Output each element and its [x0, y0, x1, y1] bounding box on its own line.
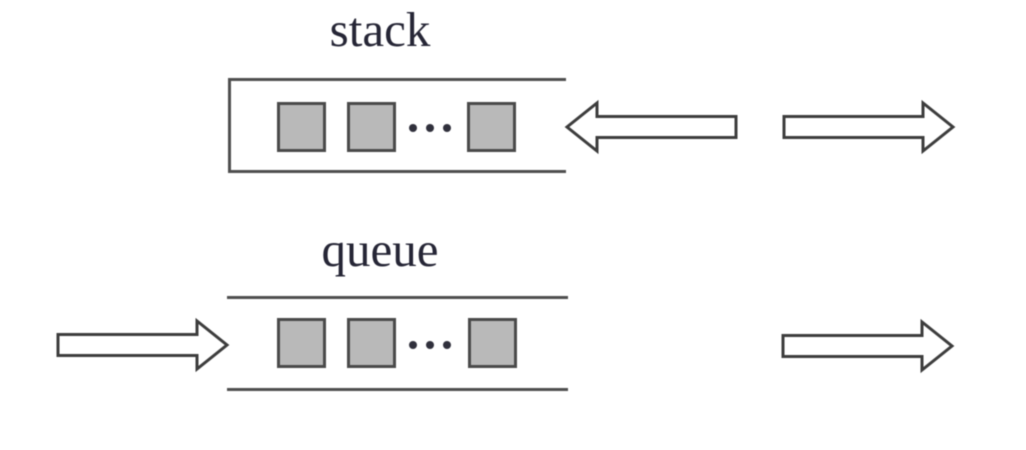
queue-label: queue	[321, 222, 439, 277]
queue-cell	[277, 318, 326, 368]
queue-ellipsis-dots	[409, 341, 451, 349]
queue-cell	[347, 318, 396, 368]
stack-cell	[347, 102, 396, 152]
stack-push-arrow	[564, 100, 738, 154]
stack-cell	[277, 102, 326, 152]
stack-pop-arrow	[782, 100, 956, 154]
stack-label: stack	[329, 2, 431, 57]
stack-cell	[467, 102, 516, 152]
queue-cell	[468, 318, 517, 368]
queue-dequeue-arrow	[781, 319, 955, 373]
stack-ellipsis-dots	[409, 124, 451, 132]
queue-enqueue-arrow	[56, 318, 230, 372]
